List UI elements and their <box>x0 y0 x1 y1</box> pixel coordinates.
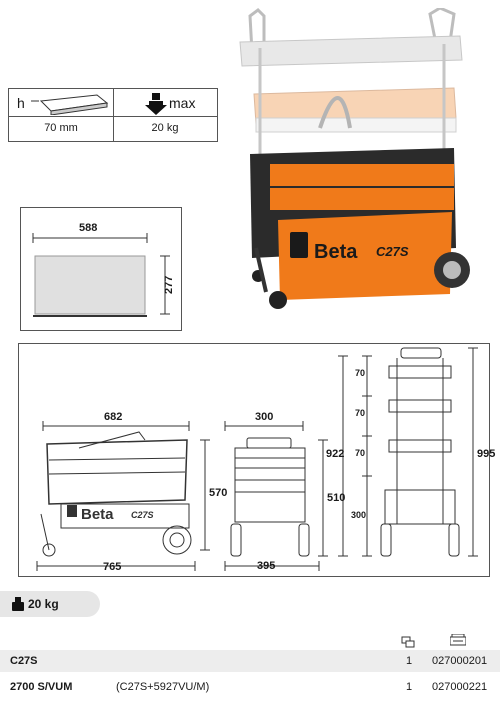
weight-icon <box>12 597 24 611</box>
svg-text:Beta: Beta <box>81 506 114 523</box>
drawer-tray-icon <box>31 94 109 115</box>
front-width: 300 <box>255 411 274 423</box>
svg-text:C27S: C27S <box>131 510 154 520</box>
row-code: 2700 S/VUM <box>10 681 73 693</box>
svg-text:C27S: C27S <box>376 244 409 259</box>
depth-value: 70 mm <box>44 122 78 134</box>
product-photo: Beta C27S <box>239 8 470 309</box>
open-tier1: 70 <box>355 368 366 378</box>
quantity-column-icon <box>401 636 415 648</box>
spec-box: h 70 mm max 20 kg <box>8 88 218 142</box>
row-number: 027000221 <box>432 681 488 693</box>
table-row: C27S 1 027000201 <box>0 650 500 672</box>
table-row: 2700 S/VUM (C27S+5927VU/M) 1 027000221 <box>0 676 500 698</box>
code-column-icon <box>450 634 466 646</box>
open-base: 300 <box>351 510 367 520</box>
side-height: 570 <box>209 487 228 499</box>
row-quantity: 1 <box>406 655 413 667</box>
weight-badge: 20 kg <box>0 591 100 617</box>
side-top-width: 682 <box>104 411 123 423</box>
depth-label: h <box>17 95 25 111</box>
open-tier2: 70 <box>355 408 366 418</box>
row-code: C27S <box>10 655 38 667</box>
weight-value: 20 kg <box>28 597 59 611</box>
row-number: 027000201 <box>432 655 488 667</box>
open-tier3: 70 <box>355 448 366 458</box>
open-total-height: 995 <box>477 448 496 460</box>
drawer-height-label: 277 <box>163 275 175 294</box>
side-view-logo: Beta C27S <box>67 505 154 523</box>
drawer-diagram <box>32 233 170 317</box>
dimension-drawing-box: Beta C27S <box>18 343 495 577</box>
max-value: 20 kg <box>151 122 179 134</box>
row-quantity: 1 <box>406 681 413 693</box>
row-description: (C27S+5927VU/M) <box>116 681 210 693</box>
side-view-drawing <box>36 421 210 571</box>
front-bottom-width: 395 <box>257 560 276 572</box>
front-view-drawing <box>224 421 328 571</box>
drawer-dimension-box: 588 277 <box>20 207 182 331</box>
side-bottom-width: 765 <box>103 561 122 573</box>
dimension-drawing: Beta C27S <box>36 347 478 571</box>
weight-down-icon <box>145 93 167 115</box>
cart-body: Beta C27S <box>250 148 470 309</box>
drawer-width-label: 588 <box>79 222 98 234</box>
front-height: 510 <box>327 492 346 504</box>
svg-text:Beta: Beta <box>314 241 358 263</box>
open-mid-height: 922 <box>326 448 345 460</box>
open-view-drawing <box>338 347 478 557</box>
max-label: max <box>169 95 196 111</box>
